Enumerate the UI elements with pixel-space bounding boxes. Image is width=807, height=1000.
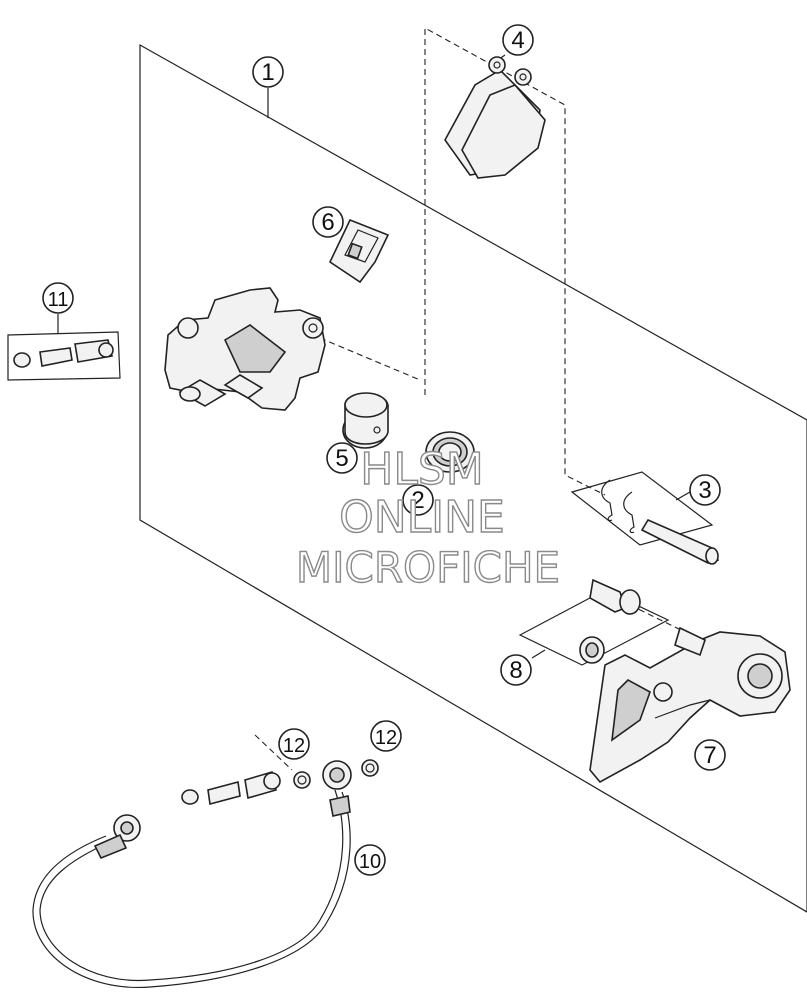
watermark-line-2: ONLINE bbox=[339, 492, 505, 543]
brake-hose bbox=[32, 760, 352, 989]
callout-8-label: 8 bbox=[509, 657, 522, 684]
bleeder-kit bbox=[7, 314, 121, 381]
callout-4: 4 bbox=[502, 24, 534, 56]
pad-dashed-bracket bbox=[424, 27, 606, 496]
callout-12-left-label: 12 bbox=[283, 735, 305, 757]
callout-5-label: 5 bbox=[335, 445, 348, 472]
callout-12-left: 12 bbox=[278, 728, 310, 760]
callout-3-label: 3 bbox=[698, 477, 711, 504]
callout-6-label: 6 bbox=[321, 209, 334, 236]
callout-3-leader bbox=[675, 491, 691, 501]
caliper-bracket bbox=[589, 631, 791, 784]
assembly-outline bbox=[139, 43, 807, 913]
seal-kit bbox=[425, 431, 475, 473]
callout-7-label: 7 bbox=[703, 742, 716, 769]
callout-4-label: 4 bbox=[511, 27, 524, 54]
callout-1: 1 bbox=[252, 56, 284, 88]
callout-10-label: 10 bbox=[359, 851, 381, 873]
pad-spring bbox=[328, 218, 390, 284]
brake-caliper bbox=[164, 287, 326, 411]
callout-7: 7 bbox=[694, 739, 726, 771]
callout-1-label: 1 bbox=[261, 59, 274, 86]
slide-pins bbox=[518, 578, 706, 666]
callout-8-leader bbox=[531, 649, 546, 659]
callout-11-label: 11 bbox=[48, 289, 69, 311]
callout-2: 2 bbox=[402, 484, 434, 516]
callout-5: 5 bbox=[326, 442, 358, 474]
watermark: HLSM ONLINE MICROFICHE bbox=[295, 443, 561, 592]
brake-pads bbox=[444, 56, 546, 179]
caliper-to-pad-dash bbox=[319, 337, 421, 381]
callout-11: 11 bbox=[42, 282, 74, 314]
pin-and-clips bbox=[570, 471, 720, 565]
callout-6: 6 bbox=[312, 206, 344, 238]
callout-3: 3 bbox=[689, 474, 721, 506]
watermark-line-3: MICROFICHE bbox=[296, 543, 560, 592]
callout-12-right-label: 12 bbox=[375, 727, 397, 749]
callout-12-right: 12 bbox=[370, 720, 402, 752]
callout-10: 10 bbox=[354, 844, 386, 876]
callout-2-label: 2 bbox=[411, 487, 424, 514]
caliper-piston bbox=[342, 392, 389, 449]
hose-fittings bbox=[181, 734, 379, 806]
watermark-line-1: HLSM bbox=[360, 444, 484, 495]
callout-8: 8 bbox=[500, 654, 532, 686]
